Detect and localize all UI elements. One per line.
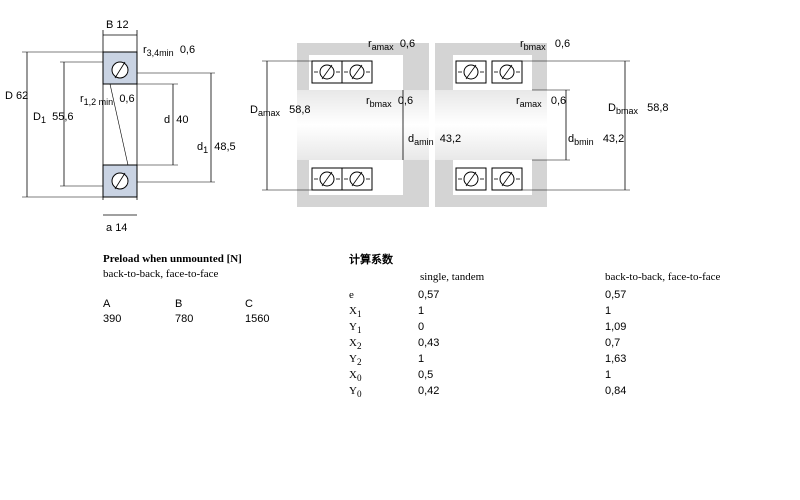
dim-rbmax-top-right: rbmax 0,6: [520, 38, 571, 52]
factor-symbol: X0: [349, 369, 362, 384]
single-bearing-section: [22, 30, 215, 216]
dim-r34: r3,4min 0,6: [143, 44, 196, 58]
factor-value-single: 1: [418, 353, 425, 365]
preload-header-B: B: [175, 298, 183, 310]
factor-value-single: 0,42: [418, 385, 440, 397]
factor-value-paired: 1: [605, 305, 612, 317]
preload-header-C: C: [245, 298, 253, 310]
dim-Dbmax: Dbmax 58,8: [608, 102, 669, 116]
factors-col2-header: back-to-back, face-to-face: [605, 271, 721, 283]
factor-symbol: Y2: [349, 353, 362, 368]
dim-D: D 62: [5, 90, 29, 102]
factor-value-single: 0,5: [418, 369, 434, 381]
factor-value-paired: 1,63: [605, 353, 627, 365]
dim-d1: d1 48,5: [197, 141, 236, 155]
factor-value-single: 1: [418, 305, 425, 317]
dim-d: d 40: [164, 114, 189, 126]
dim-a: a 14: [106, 222, 128, 234]
factor-value-paired: 0,7: [605, 337, 621, 349]
dim-rbmax-mid: rbmax 0,6: [366, 95, 414, 109]
dim-ramax-mid: ramax 0,6: [516, 95, 567, 109]
bearing-drawing: [22, 30, 630, 216]
factor-symbol: Y0: [349, 385, 362, 400]
factor-value-single: 0,43: [418, 337, 440, 349]
preload-value-B: 780: [175, 313, 194, 325]
factor-value-paired: 0,84: [605, 385, 627, 397]
dim-D1: D1 55,6: [33, 111, 74, 125]
dim-B: B 12: [106, 19, 129, 31]
factor-value-paired: 1,09: [605, 321, 627, 333]
factor-value-paired: 1: [605, 369, 612, 381]
factor-value-single: 0: [418, 321, 425, 333]
dim-damin: damin 43,2: [408, 133, 462, 147]
preload-value-C: 1560: [245, 313, 270, 325]
mounting-arrangement: [262, 43, 630, 207]
factors-col1-header: single, tandem: [420, 271, 485, 283]
factor-symbol: X2: [349, 337, 362, 352]
factor-value-single: 0,57: [418, 289, 440, 301]
factor-value-paired: 0,57: [605, 289, 627, 301]
preload-header-A: A: [103, 298, 111, 310]
preload-subtitle: back-to-back, face-to-face: [103, 268, 219, 280]
dim-dbmin: dbmin 43,2: [568, 133, 625, 147]
dim-Damax: Damax 58,8: [250, 104, 311, 118]
factor-symbol: e: [349, 289, 354, 301]
preload-title: Preload when unmounted [N]: [103, 253, 242, 265]
dim-ramax-left: ramax 0,6: [368, 38, 416, 52]
factor-symbol: Y1: [349, 321, 362, 336]
dim-r12: r1,2 min 0,6: [80, 93, 135, 107]
factor-symbol: X1: [349, 305, 362, 320]
factors-title: 计算系数: [349, 253, 393, 266]
preload-value-A: 390: [103, 313, 122, 325]
